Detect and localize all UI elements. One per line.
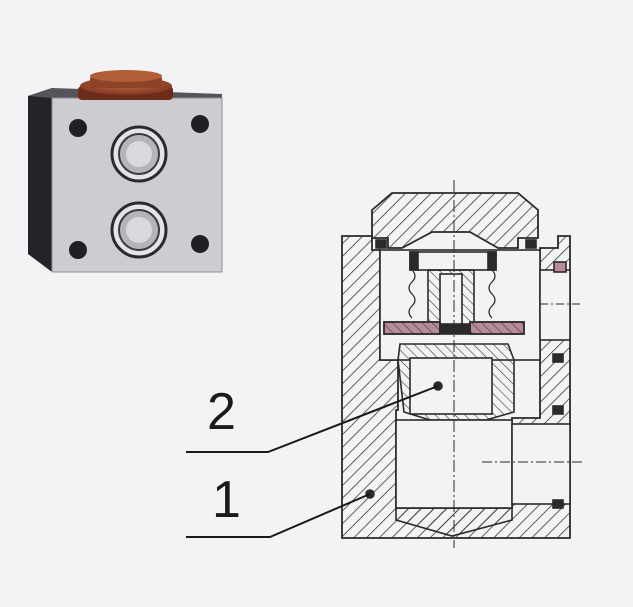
o-ring-icon: [552, 353, 564, 363]
block-side: [28, 88, 52, 272]
port-icon: [110, 125, 168, 183]
valve-cover: [371, 192, 539, 249]
o-ring-icon: [525, 239, 537, 249]
callout-label-1: 1: [212, 471, 241, 529]
guide: [409, 251, 497, 271]
o-ring-icon: [375, 239, 387, 249]
cap-icon: [78, 70, 173, 100]
valve-cross-section-icon: [341, 180, 585, 548]
bolt-hole-icon: [191, 235, 209, 253]
valve-block-icon: [28, 70, 223, 273]
right-outlet: [511, 423, 571, 505]
leader-line-1: [186, 493, 371, 538]
port-icon: [110, 201, 168, 259]
leader-lines: [186, 385, 439, 538]
bolt-hole-icon: [69, 119, 87, 137]
spring-icon: [408, 269, 496, 319]
leader-line-2: [186, 385, 439, 453]
right-port: [539, 269, 571, 341]
o-ring-icon: [553, 261, 567, 273]
callout-label-2: 2: [207, 383, 236, 441]
bolt-hole-icon: [191, 115, 209, 133]
o-ring-icon: [552, 499, 564, 509]
bolt-hole-icon: [69, 241, 87, 259]
o-ring-icon: [552, 405, 564, 415]
